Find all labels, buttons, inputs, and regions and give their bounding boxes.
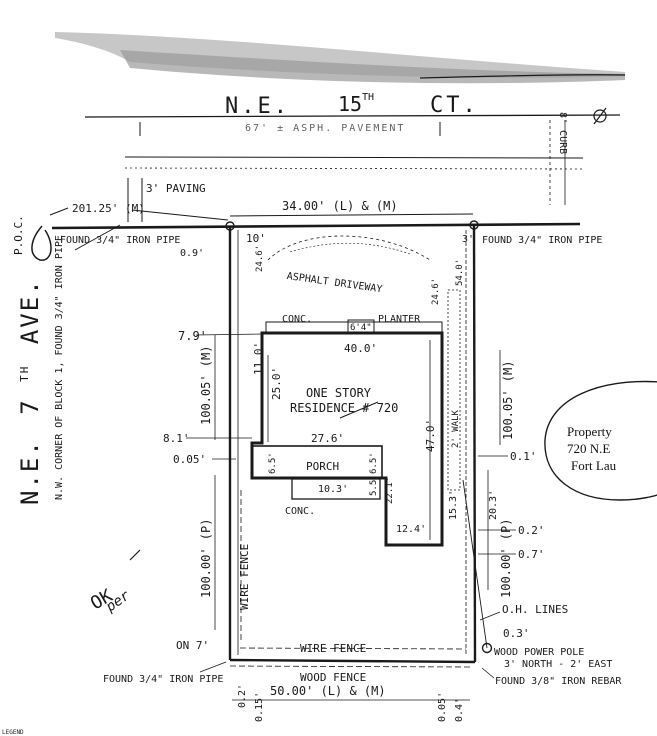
residence-1: ONE STORY xyxy=(306,386,372,400)
sidewalk-label: 3' PAVING xyxy=(146,182,206,195)
n8-1: 8.1' xyxy=(163,432,190,445)
n0-7: 0.7' xyxy=(518,548,545,561)
n0-2: 0.2' xyxy=(518,524,545,537)
n47: 47.0' xyxy=(424,419,437,452)
wire-fence-horizontal: WIRE FENCE xyxy=(300,642,366,655)
corner-note: N.W. CORNER OF BLOCK 1, FOUND 3/4" IRON … xyxy=(54,235,65,500)
lot-boundary xyxy=(228,224,477,664)
top-dim: 34.00' (L) & (M) xyxy=(282,199,398,213)
left-dim-p: 100.00' (P) xyxy=(199,519,213,598)
found-sw: FOUND 3/4" IRON PIPE xyxy=(103,674,223,685)
stamp-line-2: 720 N.E xyxy=(567,441,610,456)
wood-fence: WOOD FENCE xyxy=(300,671,366,684)
n6-5b: 6.5' xyxy=(369,452,379,474)
b0-2: 0.2' xyxy=(237,684,248,708)
n6-5a: 6.5' xyxy=(268,452,278,474)
n11: 11.0' xyxy=(252,342,265,375)
n10-3: 10.3' xyxy=(318,484,348,495)
walk-label: 2' WALK xyxy=(451,409,461,448)
n24-6-left: 24.6' xyxy=(255,245,265,272)
residence-2: RESIDENCE # 720 xyxy=(290,401,398,415)
n0-1: 0.1' xyxy=(510,450,537,463)
n5-5: 5.5' xyxy=(369,474,379,496)
stamp-line-3: Fort Lau xyxy=(571,458,617,473)
street-top-num: 15 xyxy=(338,92,362,116)
b0-05: 0.05' xyxy=(437,692,448,722)
found-nw-off: 0.9' xyxy=(180,248,204,259)
power-pole-icon xyxy=(481,642,493,654)
asphalt-driveway: ASPHALT DRIVEWAY xyxy=(286,271,383,295)
conc-porch: CONC. xyxy=(285,506,315,517)
north-right-of-way-line xyxy=(51,222,581,230)
conc-top: CONC. xyxy=(282,314,312,325)
driveway-arc xyxy=(267,235,431,261)
stamp-line-1: Property xyxy=(567,424,612,439)
right-dim-p: 100.00' (P) xyxy=(499,519,513,598)
wood-power-pole: WOOD POWER POLE xyxy=(494,647,584,658)
b0-15: 0.15' xyxy=(254,692,265,722)
poc-label: P.O.C. xyxy=(12,215,25,255)
n10: 10' xyxy=(246,232,266,245)
street-15th-ct: N.E. 15 TH CT. 67' ± ASPH. PAVEMENT xyxy=(84,92,621,170)
pole-dist: 3' NORTH - 2' EAST xyxy=(504,659,612,670)
found-nw: FOUND 3/4" IRON PIPE xyxy=(60,235,180,246)
wire-fence-vertical: WIRE FENCE xyxy=(238,544,251,610)
left-dim-m: 100.05' (M) xyxy=(199,346,213,425)
poc-circle xyxy=(31,225,52,261)
found-se: FOUND 3/8" IRON REBAR xyxy=(495,676,622,687)
street-top-sup: TH xyxy=(362,92,374,103)
centerline-icon xyxy=(593,107,607,125)
n15-3: 15.3' xyxy=(448,490,459,520)
dist-201: 201.25' (M) xyxy=(72,202,145,215)
right-margin-note: 8' CURB xyxy=(557,112,568,154)
n27-6: 27.6' xyxy=(311,432,344,445)
planter-label: PLANTER xyxy=(378,314,421,325)
n20-3: 20.3' xyxy=(488,490,499,520)
bottom-dim: 50.00' (L) & (M) xyxy=(270,684,386,698)
found-ne: FOUND 3/4" IRON PIPE xyxy=(482,235,602,246)
n25: 25.0' xyxy=(270,367,283,400)
oh-lines: O.H. LINES xyxy=(502,603,568,616)
property-stamp: Property 720 N.E Fort Lau xyxy=(544,380,657,501)
on-7: ON 7' xyxy=(176,639,209,652)
right-dim-m: 100.05' (M) xyxy=(501,361,515,440)
n22-1: 22.1' xyxy=(385,477,395,504)
porch-label: PORCH xyxy=(306,460,339,473)
walk-strip xyxy=(447,289,461,491)
n54: 54.0' xyxy=(455,259,465,286)
scan-edge-shading xyxy=(55,32,626,84)
bldg-top: 40.0' xyxy=(344,342,377,355)
n3: 3' xyxy=(462,234,474,245)
top-strip-label: 67' ± ASPH. PAVEMENT xyxy=(245,123,405,134)
n12-4: 12.4' xyxy=(396,524,426,535)
n0-3: 0.3' xyxy=(503,627,530,640)
stair-label: 6'4" xyxy=(350,323,372,333)
street-top-ct: CT. xyxy=(430,93,479,118)
tiny-footer: LEGEND xyxy=(2,729,24,736)
street-top-ne: N.E. xyxy=(225,94,290,119)
street-left-label: N.E. 7 TH AVE. xyxy=(6,278,44,505)
residence-footprint xyxy=(250,319,444,547)
n0-05: 0.05' xyxy=(173,453,206,466)
b0-4: 0.4' xyxy=(454,698,465,722)
n7-9: 7.9' xyxy=(178,329,207,343)
n24-6-right: 24.6' xyxy=(431,278,441,305)
